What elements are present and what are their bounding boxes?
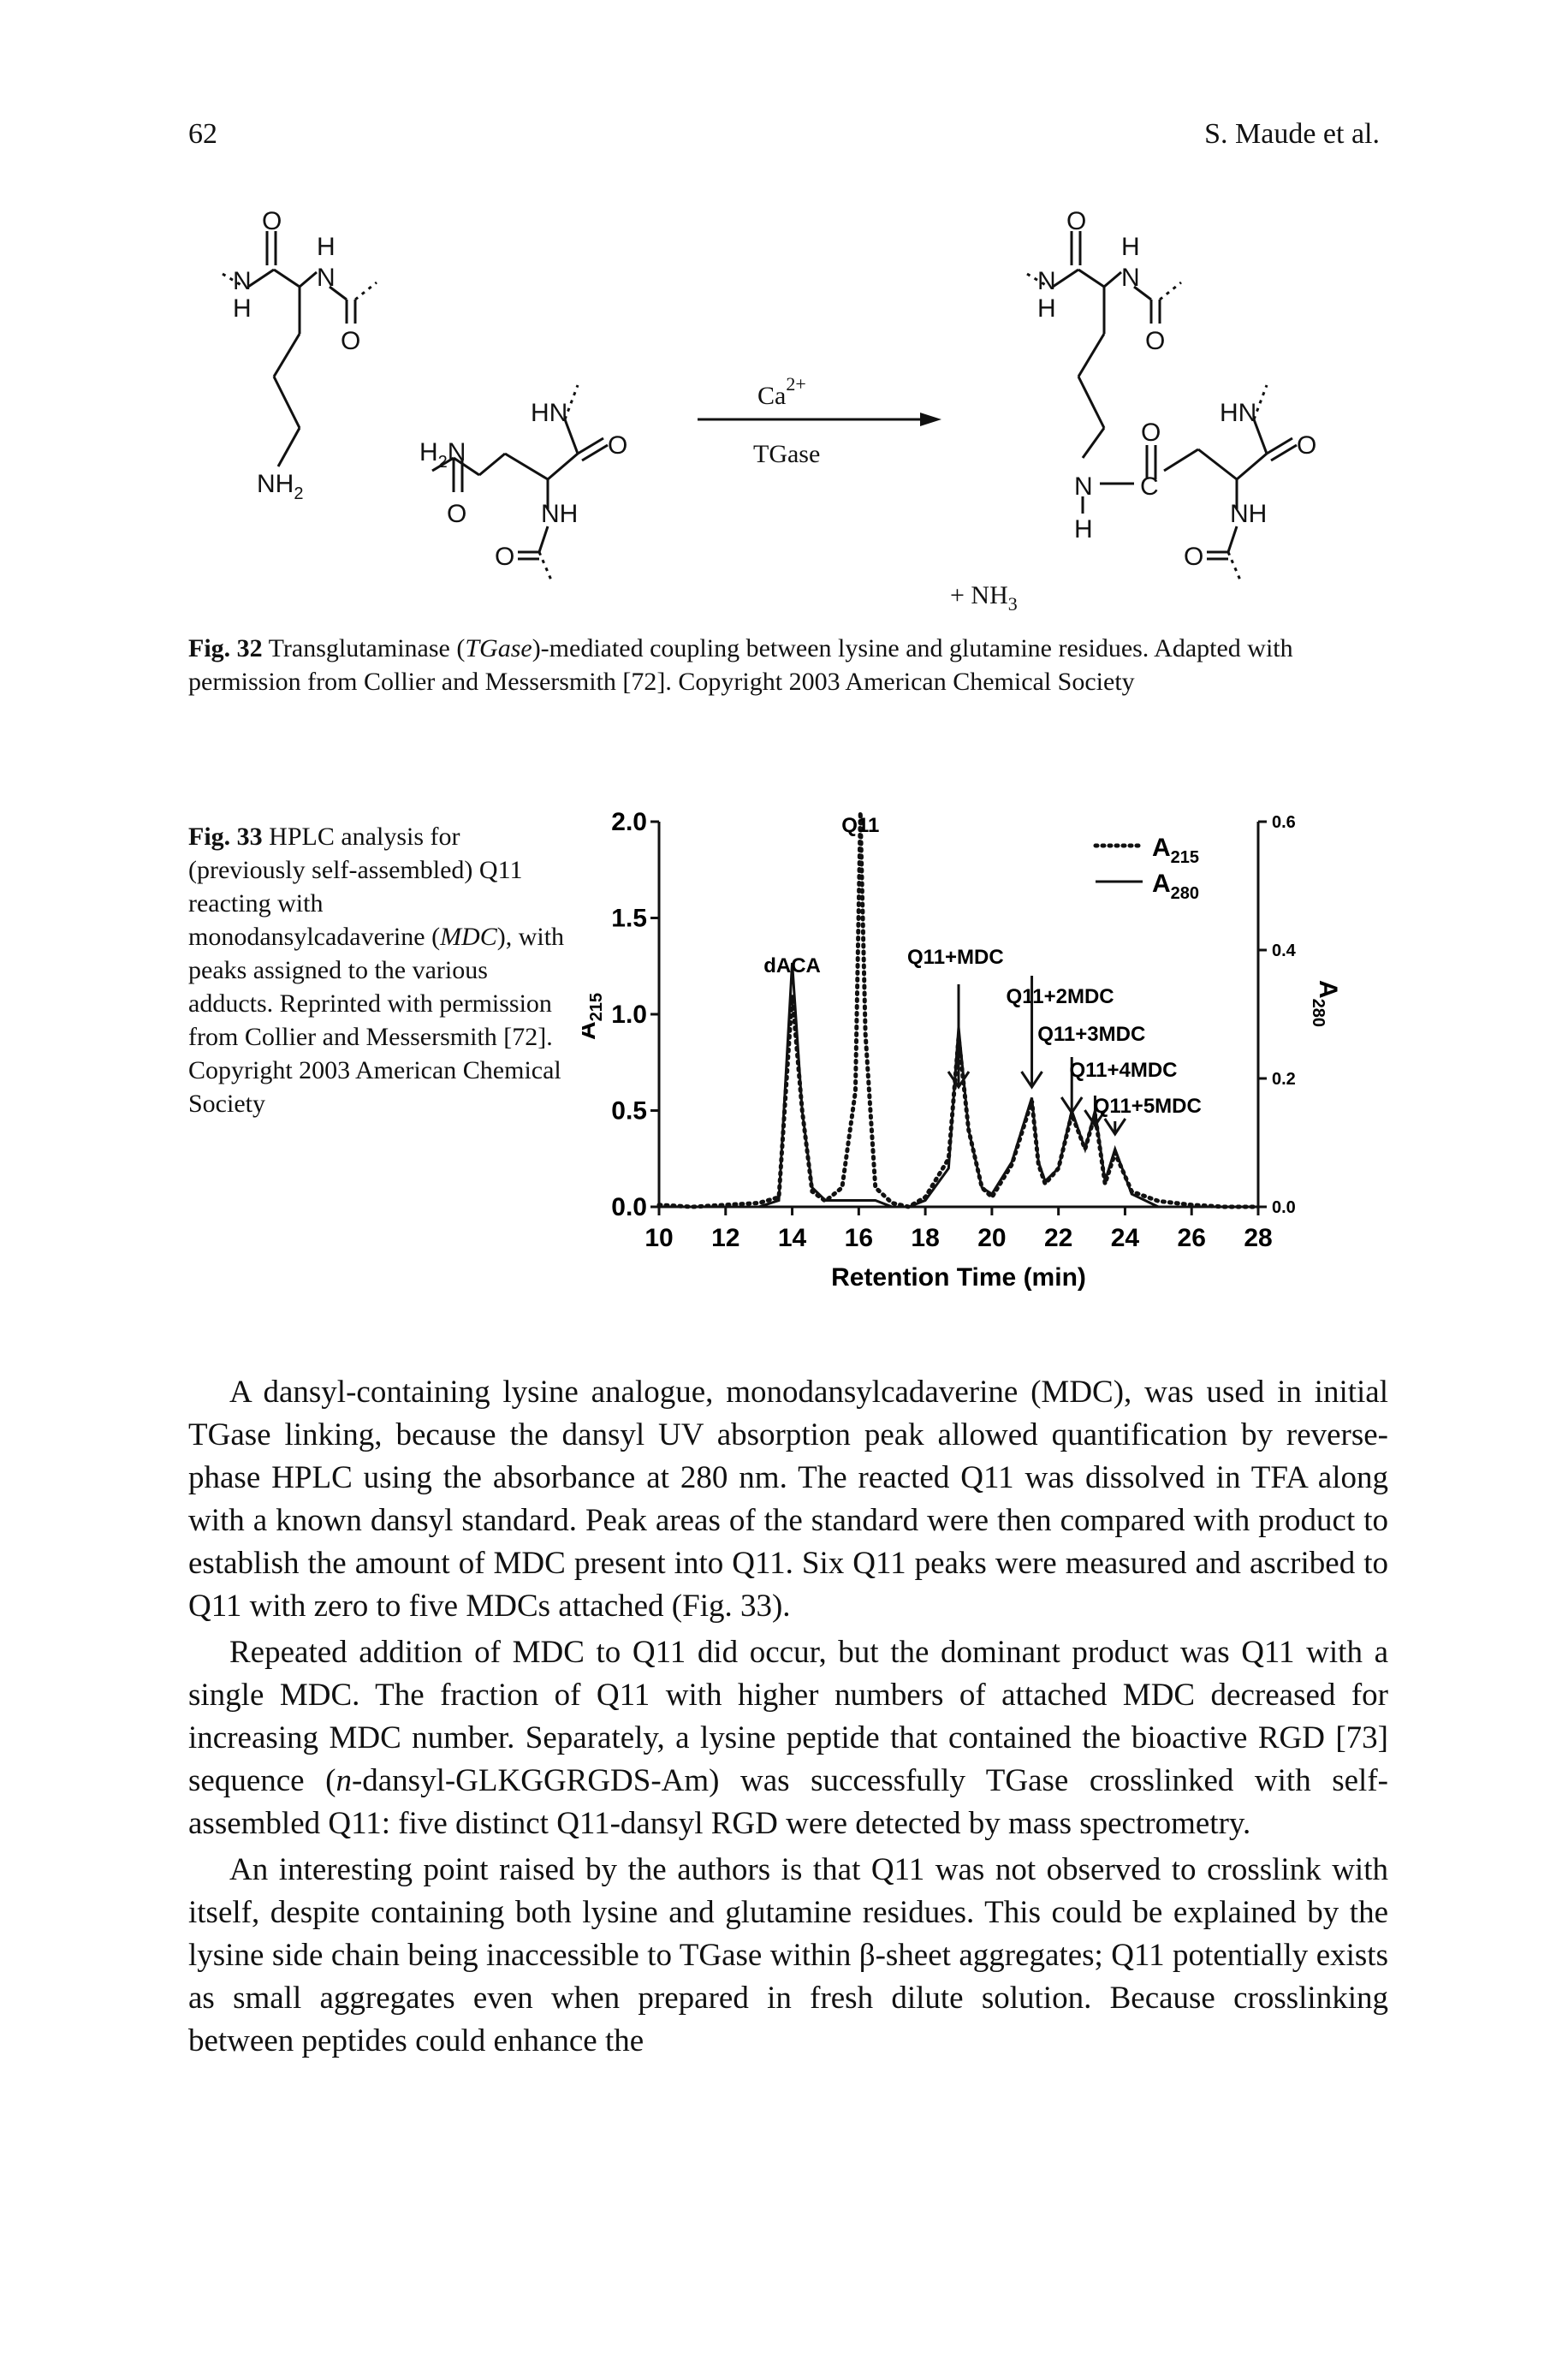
caption-text: )-mediated coupling between lysine and g… (188, 634, 1293, 696)
peak-arrow-head (1020, 1071, 1043, 1090)
atom-h: H (1037, 294, 1056, 323)
atom-n: N (233, 267, 252, 295)
legend-label: A280 (1152, 870, 1199, 903)
caption-text: ), with peaks assigned to the various ad… (188, 923, 565, 1118)
atom-h: H (1074, 515, 1093, 544)
atom-o: O (341, 327, 360, 355)
series-line-a280 (659, 962, 1258, 1209)
peak-arrow-head (947, 1071, 971, 1090)
peak-label: Q11 (841, 814, 879, 837)
byproduct-ammonia: + NH3 (950, 581, 1018, 615)
x-axis-label: Retention Time (min) (831, 1263, 1086, 1292)
figure-32-caption: Fig. 32 Transglutaminase (TGase)-mediate… (188, 632, 1387, 698)
peak-label: Q11+5MDC (1094, 1095, 1202, 1118)
atom-hn: HN (531, 399, 567, 427)
atom-o: O (1066, 207, 1086, 235)
x-tick-label: 10 (644, 1224, 673, 1252)
x-tick-label: 22 (1044, 1224, 1072, 1252)
atom-h: H (233, 294, 252, 323)
x-tick-label: 24 (1111, 1224, 1140, 1252)
atom-nh: NH (541, 500, 578, 528)
atom-o: O (495, 543, 514, 571)
atom-nh2: NH2 (257, 470, 303, 503)
atom-n: N (1037, 267, 1056, 295)
y-axis-label-left: A215 (582, 993, 606, 1040)
y-tick-label-right: 0.2 (1272, 1070, 1296, 1089)
peak-label: Q11+2MDC (1007, 985, 1114, 1008)
caption-text: Transglutaminase ( (262, 634, 466, 662)
x-tick-label: 18 (911, 1224, 939, 1252)
atom-c: C (1140, 472, 1159, 501)
peak-label: Q11+4MDC (1069, 1059, 1177, 1082)
atom-o: O (1145, 327, 1165, 355)
atom-o: O (1141, 419, 1161, 447)
body-text: A dansyl-containing lysine analogue, mon… (188, 1371, 1388, 2066)
page-number: 62 (188, 118, 217, 150)
y-tick-label-left: 0.5 (611, 1097, 647, 1126)
running-head: S. Maude et al. (1204, 118, 1380, 150)
reaction-scheme: O N H H N O NH2 H2N O HN O NH O Ca2+ TGa… (222, 207, 1316, 615)
atom-n: N (1121, 264, 1140, 292)
y-tick-label-right: 0.4 (1272, 941, 1297, 960)
paragraph: An interesting point raised by the autho… (188, 1852, 1388, 2058)
peak-arrow-head (1060, 1096, 1084, 1115)
y-tick-label-left: 1.5 (611, 905, 647, 933)
y-tick-label-right: 0.0 (1272, 1198, 1296, 1217)
peak-arrow-head (1084, 1109, 1107, 1128)
atom-h: H (1121, 233, 1140, 261)
caption-italic: TGase (465, 634, 532, 662)
atom-h2n: H2N (419, 438, 466, 472)
x-tick-label: 16 (845, 1224, 873, 1252)
y-tick-label-right: 0.6 (1272, 813, 1296, 832)
catalyst-calcium: Ca2+ (757, 373, 806, 410)
atom-nh: NH (1230, 500, 1267, 528)
atom-h: H (317, 233, 336, 261)
x-tick-label: 14 (778, 1224, 807, 1252)
atom-o: O (262, 207, 282, 235)
legend-label: A215 (1152, 834, 1199, 867)
caption-text: HPLC analysis for (previously self-assem… (188, 823, 523, 951)
peak-label: Q11+3MDC (1037, 1023, 1145, 1046)
x-tick-label: 26 (1178, 1224, 1206, 1252)
figure-32-label: Fig. 32 (188, 634, 263, 662)
atom-o: O (1297, 431, 1316, 460)
peak-arrow-head (1103, 1118, 1127, 1137)
atom-o: O (447, 500, 466, 528)
x-tick-label: 28 (1244, 1224, 1272, 1252)
y-tick-label-left: 1.0 (611, 1001, 647, 1029)
y-tick-label-left: 0.0 (611, 1193, 647, 1221)
caption-italic: MDC (440, 923, 497, 951)
x-tick-label: 12 (711, 1224, 739, 1252)
y-axis-label-right: A280 (1309, 980, 1342, 1027)
atom-o: O (1184, 543, 1203, 571)
atom-n: N (1074, 472, 1093, 501)
x-tick-label: 20 (977, 1224, 1006, 1252)
atom-o: O (608, 431, 627, 460)
atom-hn: HN (1220, 399, 1256, 427)
atom-n: N (317, 264, 336, 292)
figure-33-label: Fig. 33 (188, 823, 263, 851)
paragraph: Repeated addition of MDC to Q11 did occu… (188, 1635, 1388, 1841)
figure-33-caption: Fig. 33 HPLC analysis for (previously se… (188, 820, 565, 1120)
paragraph: A dansyl-containing lysine analogue, mon… (188, 1375, 1388, 1624)
peak-label: dACA (763, 954, 821, 977)
peak-label: Q11+MDC (907, 946, 1004, 969)
catalyst-tgase: TGase (753, 440, 820, 468)
reaction-arrow-head (920, 413, 941, 426)
y-tick-label-left: 2.0 (611, 808, 647, 836)
